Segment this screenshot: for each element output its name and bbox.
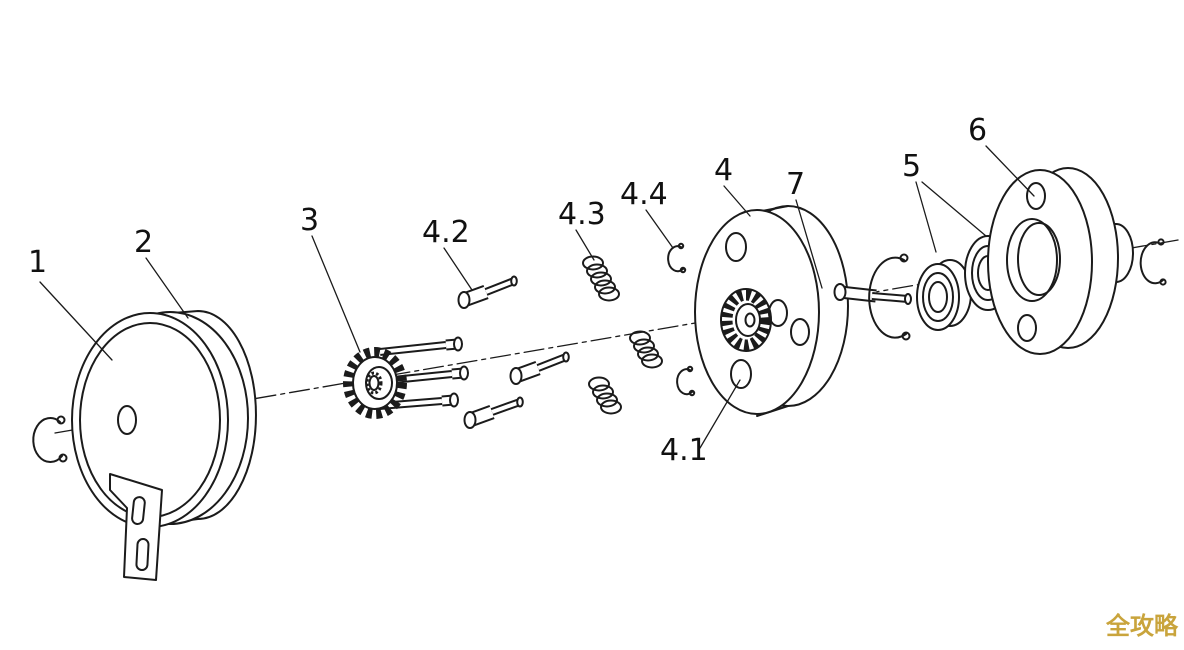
watermark-text: 全攻略 xyxy=(1105,612,1179,640)
flange-part6 xyxy=(987,167,1119,355)
leader-line-4-3 xyxy=(575,229,595,261)
carrier-disc-part4 xyxy=(694,205,849,417)
leader-line-4-4 xyxy=(645,209,674,249)
leader-line-5b xyxy=(921,181,987,237)
gear-bore xyxy=(744,312,756,328)
spring-4-3 xyxy=(582,255,620,302)
snap-ring-4-4 xyxy=(667,242,687,274)
flange-center-bore xyxy=(1006,218,1058,302)
part-label-4-1: 4.1 xyxy=(660,433,708,468)
snap-ring-right xyxy=(1139,238,1167,286)
retaining-ring-large xyxy=(868,253,911,341)
part-label-4-4: 4.4 xyxy=(620,177,668,212)
flange-hole-bottom xyxy=(1017,314,1037,342)
spring-middle xyxy=(629,330,663,369)
sprocket-teeth xyxy=(343,347,407,419)
snap-ring-left xyxy=(32,415,68,464)
part-label-3: 3 xyxy=(300,203,319,238)
sprocket-spline xyxy=(365,371,383,395)
disc-hole-right xyxy=(790,318,810,346)
sprocket-bore xyxy=(368,375,380,391)
flange-hole-top xyxy=(1026,182,1046,210)
bolt-4-2 xyxy=(457,275,518,309)
disc-hole-4-1 xyxy=(730,359,752,389)
spring-lower xyxy=(588,376,622,415)
bolt-lower xyxy=(463,396,524,429)
leader-line-4-2 xyxy=(443,247,473,291)
leader-line-4-1 xyxy=(699,379,741,449)
part-label-4-2: 4.2 xyxy=(422,215,470,250)
leader-line-3 xyxy=(311,235,361,353)
part-label-4-3: 4.3 xyxy=(558,197,606,232)
leader-line-7 xyxy=(795,199,823,289)
part-label-4: 4 xyxy=(714,153,733,188)
gear-teeth xyxy=(721,289,771,351)
sprocket-part3 xyxy=(343,347,407,419)
leader-line-2 xyxy=(145,257,189,319)
bracket-slot xyxy=(135,538,150,572)
leader-line-4 xyxy=(723,185,751,217)
part-label-2: 2 xyxy=(134,225,153,260)
leader-lines xyxy=(39,145,1035,449)
bracket-slot xyxy=(131,496,146,526)
part-label-1: 1 xyxy=(28,245,47,280)
snap-ring-lower xyxy=(676,365,696,397)
leader-line-6 xyxy=(985,145,1035,197)
part-label-5: 5 xyxy=(902,149,921,184)
bolt-middle xyxy=(509,351,570,385)
bevel-gear xyxy=(720,288,772,352)
drum-hub-hole xyxy=(117,405,137,435)
disc-hole-top xyxy=(725,232,747,262)
part-label-7: 7 xyxy=(786,167,805,202)
part-label-6: 6 xyxy=(968,113,987,148)
mounting-bracket xyxy=(109,473,163,581)
leader-line-1 xyxy=(39,281,113,361)
leader-line-5a xyxy=(915,181,937,253)
bearing-bore xyxy=(928,281,948,313)
bearing-left-part5 xyxy=(916,259,972,331)
